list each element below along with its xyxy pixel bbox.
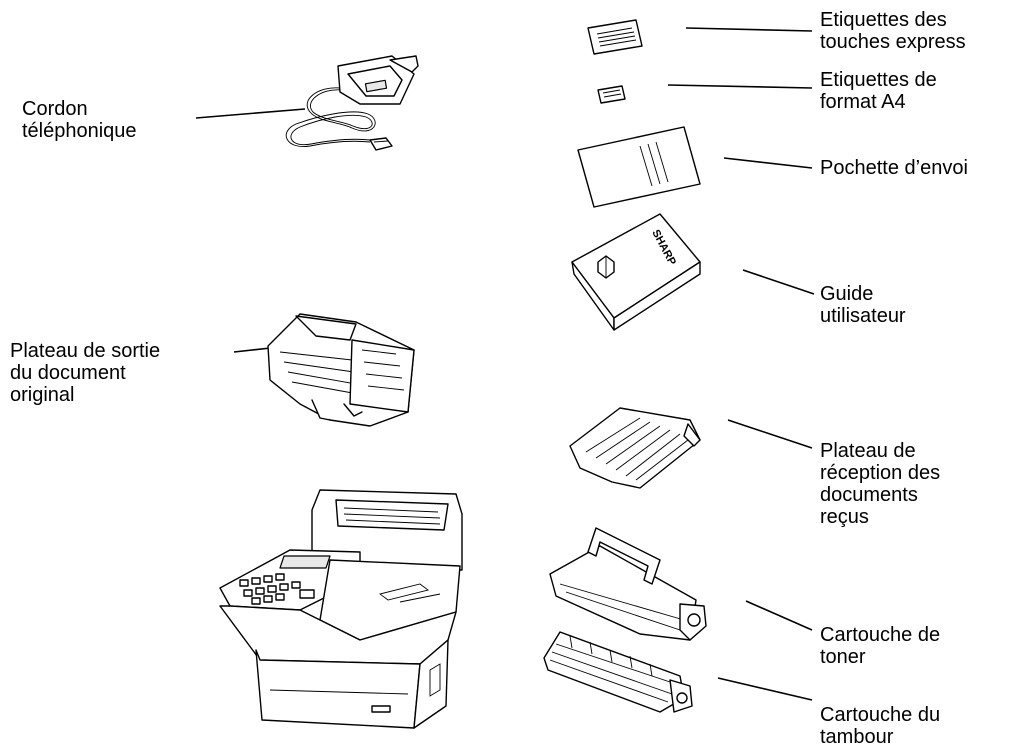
label-plateau-sortie: Plateau de sortie du document original	[10, 340, 160, 406]
leader-cordon	[195, 108, 306, 119]
label-cartouche-tambour: Cartouche du tambour	[820, 704, 940, 748]
label-line: Etiquettes de	[820, 69, 937, 91]
label-line: du document	[10, 362, 126, 384]
label-line: Plateau de sortie	[10, 340, 161, 362]
leader-guide	[742, 269, 815, 295]
a4-labels-icon	[597, 85, 626, 104]
label-cartouche-toner: Cartouche de toner	[820, 624, 940, 668]
label-etiquettes-touches-express: Etiquettes des touches express	[820, 9, 966, 53]
label-line: Etiquettes des	[820, 9, 947, 31]
label-line: Guide	[820, 283, 874, 305]
label-plateau-reception: Plateau de réception des documents reçus	[820, 440, 940, 528]
label-line: toner	[820, 646, 866, 668]
leader-lines	[195, 27, 815, 701]
leader-tambour	[717, 677, 813, 701]
telephone-cord-icon	[285, 55, 419, 151]
envelope-icon	[577, 126, 701, 208]
label-guide-utilisateur: Guide utilisateur	[820, 283, 906, 327]
label-line: téléphonique	[22, 120, 137, 142]
label-line: format A4	[820, 91, 906, 113]
speed-dial-labels-icon	[587, 19, 643, 55]
label-line: Cartouche de	[820, 624, 941, 646]
label-line: Pochette d’envoi	[820, 157, 968, 179]
received-documents-tray-icon	[569, 407, 701, 489]
label-line: touches express	[820, 31, 966, 53]
leader-pochette	[723, 157, 813, 169]
leader-etiquettes-format	[667, 84, 813, 89]
leader-etiquettes-touches	[685, 27, 813, 32]
label-line: Cartouche du	[820, 704, 941, 726]
label-pochette-envoi: Pochette d’envoi	[820, 157, 968, 179]
label-line: utilisateur	[820, 305, 906, 327]
label-line: documents	[820, 484, 918, 506]
drum-cartridge-icon	[543, 631, 693, 713]
label-cordon-telephonique: Cordon téléphonique	[22, 98, 137, 142]
toner-cartridge-icon	[549, 527, 707, 641]
label-line: original	[10, 384, 75, 406]
label-line: réception des	[820, 462, 941, 484]
leader-plateau-reception	[727, 419, 813, 449]
label-line: Cordon	[22, 98, 88, 120]
fax-machine-icon	[219, 489, 463, 729]
label-line: Plateau de	[820, 440, 916, 462]
manual-book-icon: SHARP	[571, 213, 701, 331]
leader-toner	[745, 600, 813, 631]
original-exit-tray-icon	[267, 313, 415, 427]
keypad-icon	[239, 573, 315, 605]
label-etiquettes-format-a4: Etiquettes de format A4	[820, 69, 937, 113]
label-line: reçus	[820, 506, 869, 528]
label-line: tambour	[820, 726, 894, 748]
